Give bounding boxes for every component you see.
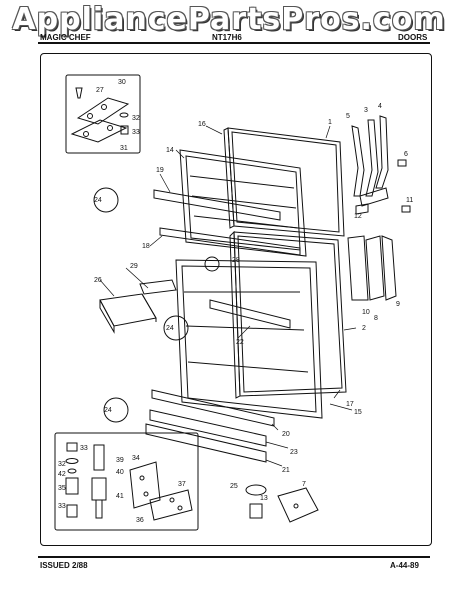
callout-18: 18 — [142, 243, 150, 250]
footer-issue-date: ISSUED 2/88 — [40, 561, 88, 570]
callout-16: 16 — [198, 121, 206, 128]
callout-13: 13 — [260, 495, 268, 502]
callout-27: 27 — [96, 87, 104, 94]
callout-25: 25 — [230, 483, 238, 490]
callout-2: 2 — [362, 325, 366, 332]
callout-14: 14 — [166, 147, 174, 154]
top-hinge-inset — [65, 74, 141, 154]
callout-8: 8 — [374, 315, 378, 322]
watermark-logo: AppliancePartsPros.com — [12, 2, 446, 37]
callout-33a: 33 — [132, 129, 140, 136]
callout-33b: 33 — [80, 445, 88, 452]
freezer-door-liner — [179, 149, 307, 257]
callout-numbers: 1 2 3 4 5 6 7 8 9 10 11 12 13 14 15 16 1… — [58, 79, 413, 524]
callout-12: 12 — [354, 213, 362, 220]
callout-24b: 24 — [166, 325, 174, 332]
callout-39: 39 — [116, 457, 124, 464]
callout-22: 22 — [236, 339, 244, 346]
footer-rule — [38, 556, 430, 558]
callout-32b: 32 — [58, 461, 66, 468]
callout-24c: 24 — [104, 407, 112, 414]
callout-1: 1 — [328, 119, 332, 126]
callout-34: 34 — [132, 455, 140, 462]
callout-24a: 24 — [94, 197, 102, 204]
callout-15: 15 — [354, 409, 362, 416]
detail-callouts-24 — [93, 187, 220, 423]
fresh-food-door-liner — [175, 259, 323, 419]
callout-37: 37 — [178, 481, 186, 488]
bottom-hinge-inset — [54, 432, 199, 531]
header-brand: MAGIC CHEF — [40, 33, 91, 42]
butter-compartment — [99, 279, 177, 334]
callout-40: 40 — [116, 469, 124, 476]
hinge-brackets-right — [347, 115, 411, 301]
callout-19: 19 — [156, 167, 164, 174]
header-rule — [38, 42, 430, 44]
callout-6: 6 — [404, 151, 408, 158]
header-model: NT17H6 — [212, 33, 242, 42]
callout-28: 28 — [232, 257, 240, 264]
callout-20: 20 — [282, 431, 290, 438]
fresh-food-door-outer-panel — [229, 230, 347, 399]
callout-31: 31 — [120, 145, 128, 152]
callout-32a: 32 — [132, 115, 140, 122]
leader-lines — [99, 125, 357, 467]
callout-26: 26 — [94, 277, 102, 284]
callout-42: 42 — [58, 471, 66, 478]
callout-41: 41 — [116, 493, 124, 500]
callout-5: 5 — [346, 113, 350, 120]
callout-30: 30 — [118, 79, 126, 86]
callout-17: 17 — [346, 401, 354, 408]
callout-7: 7 — [302, 481, 306, 488]
small-parts-bottom — [245, 484, 319, 523]
footer-page-code: A-44-89 — [390, 561, 419, 570]
callout-10: 10 — [362, 309, 370, 316]
callout-21: 21 — [282, 467, 290, 474]
callout-29: 29 — [130, 263, 138, 270]
diagram-frame — [40, 53, 432, 546]
header-section: DOORS — [398, 33, 428, 42]
callout-4: 4 — [378, 103, 382, 110]
callout-9: 9 — [396, 301, 400, 308]
callout-36: 36 — [136, 517, 144, 524]
freezer-shelf-bars — [153, 189, 301, 256]
callout-33c: 33 — [58, 503, 66, 510]
callout-23: 23 — [290, 449, 298, 456]
callout-35: 35 — [58, 485, 66, 492]
freezer-door-outer-panel — [223, 127, 345, 237]
callout-3: 3 — [364, 107, 368, 114]
callout-11: 11 — [406, 197, 413, 204]
